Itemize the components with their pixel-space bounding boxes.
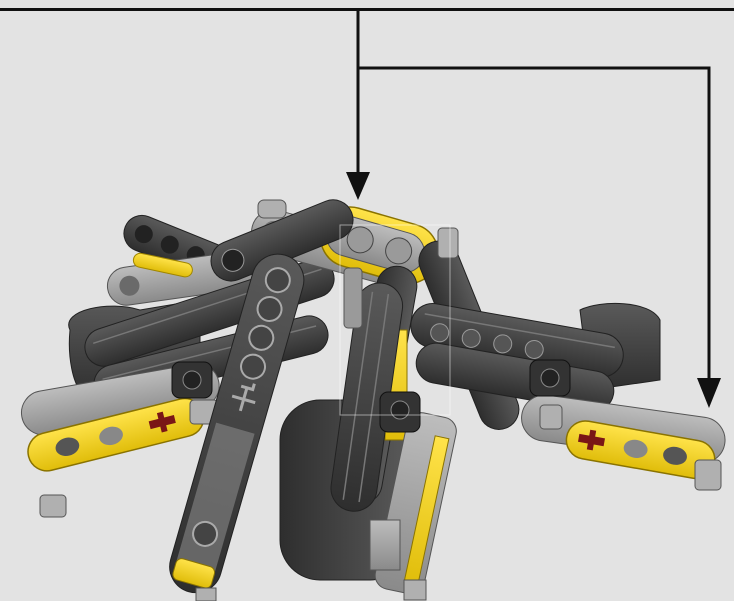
yellow-liftarm-right [565,420,716,480]
arrow-down-icon [697,378,721,408]
technic-beam-assembly [20,199,726,601]
yellow-liftarm-left [27,397,205,472]
callout-lines [356,10,711,382]
top-rule [0,8,734,11]
arrow-down-icon [346,172,370,200]
